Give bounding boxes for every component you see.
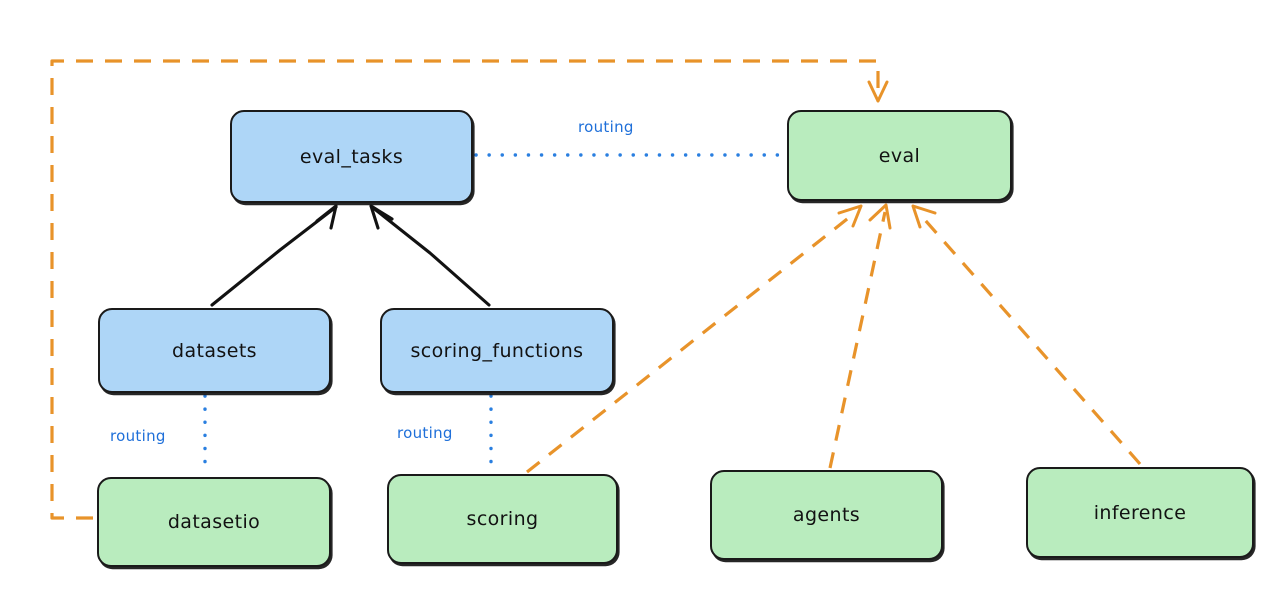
edge-datasets-to-eval-tasks: [210, 204, 338, 307]
node-eval[interactable]: eval: [787, 110, 1012, 201]
node-label: agents: [792, 504, 861, 526]
node-inference[interactable]: inference: [1026, 467, 1254, 558]
node-scoring-functions[interactable]: scoring_functions: [380, 308, 614, 393]
node-label: datasetio: [167, 511, 261, 533]
node-datasetio[interactable]: datasetio: [97, 477, 331, 567]
edge-agents-to-eval: [828, 203, 892, 469]
node-label: inference: [1093, 501, 1187, 524]
node-label: eval_tasks: [299, 145, 404, 168]
edge-scoring-functions-to-eval-tasks: [369, 204, 491, 307]
edge-label-routing-datasets-datasetio: routing: [110, 427, 166, 445]
node-label: scoring_functions: [410, 339, 584, 362]
node-scoring[interactable]: scoring: [387, 474, 618, 564]
node-agents[interactable]: agents: [710, 470, 943, 560]
node-datasets[interactable]: datasets: [98, 308, 331, 393]
edge-label-routing-eval-tasks-eval: routing: [578, 118, 634, 136]
node-label: scoring: [466, 508, 539, 530]
edge-label-routing-scoring-functions-scoring: routing: [397, 424, 453, 442]
node-label: eval: [878, 144, 921, 167]
edge-inference-to-eval: [911, 204, 1142, 466]
node-label: datasets: [172, 339, 257, 362]
node-eval-tasks[interactable]: eval_tasks: [230, 110, 473, 203]
